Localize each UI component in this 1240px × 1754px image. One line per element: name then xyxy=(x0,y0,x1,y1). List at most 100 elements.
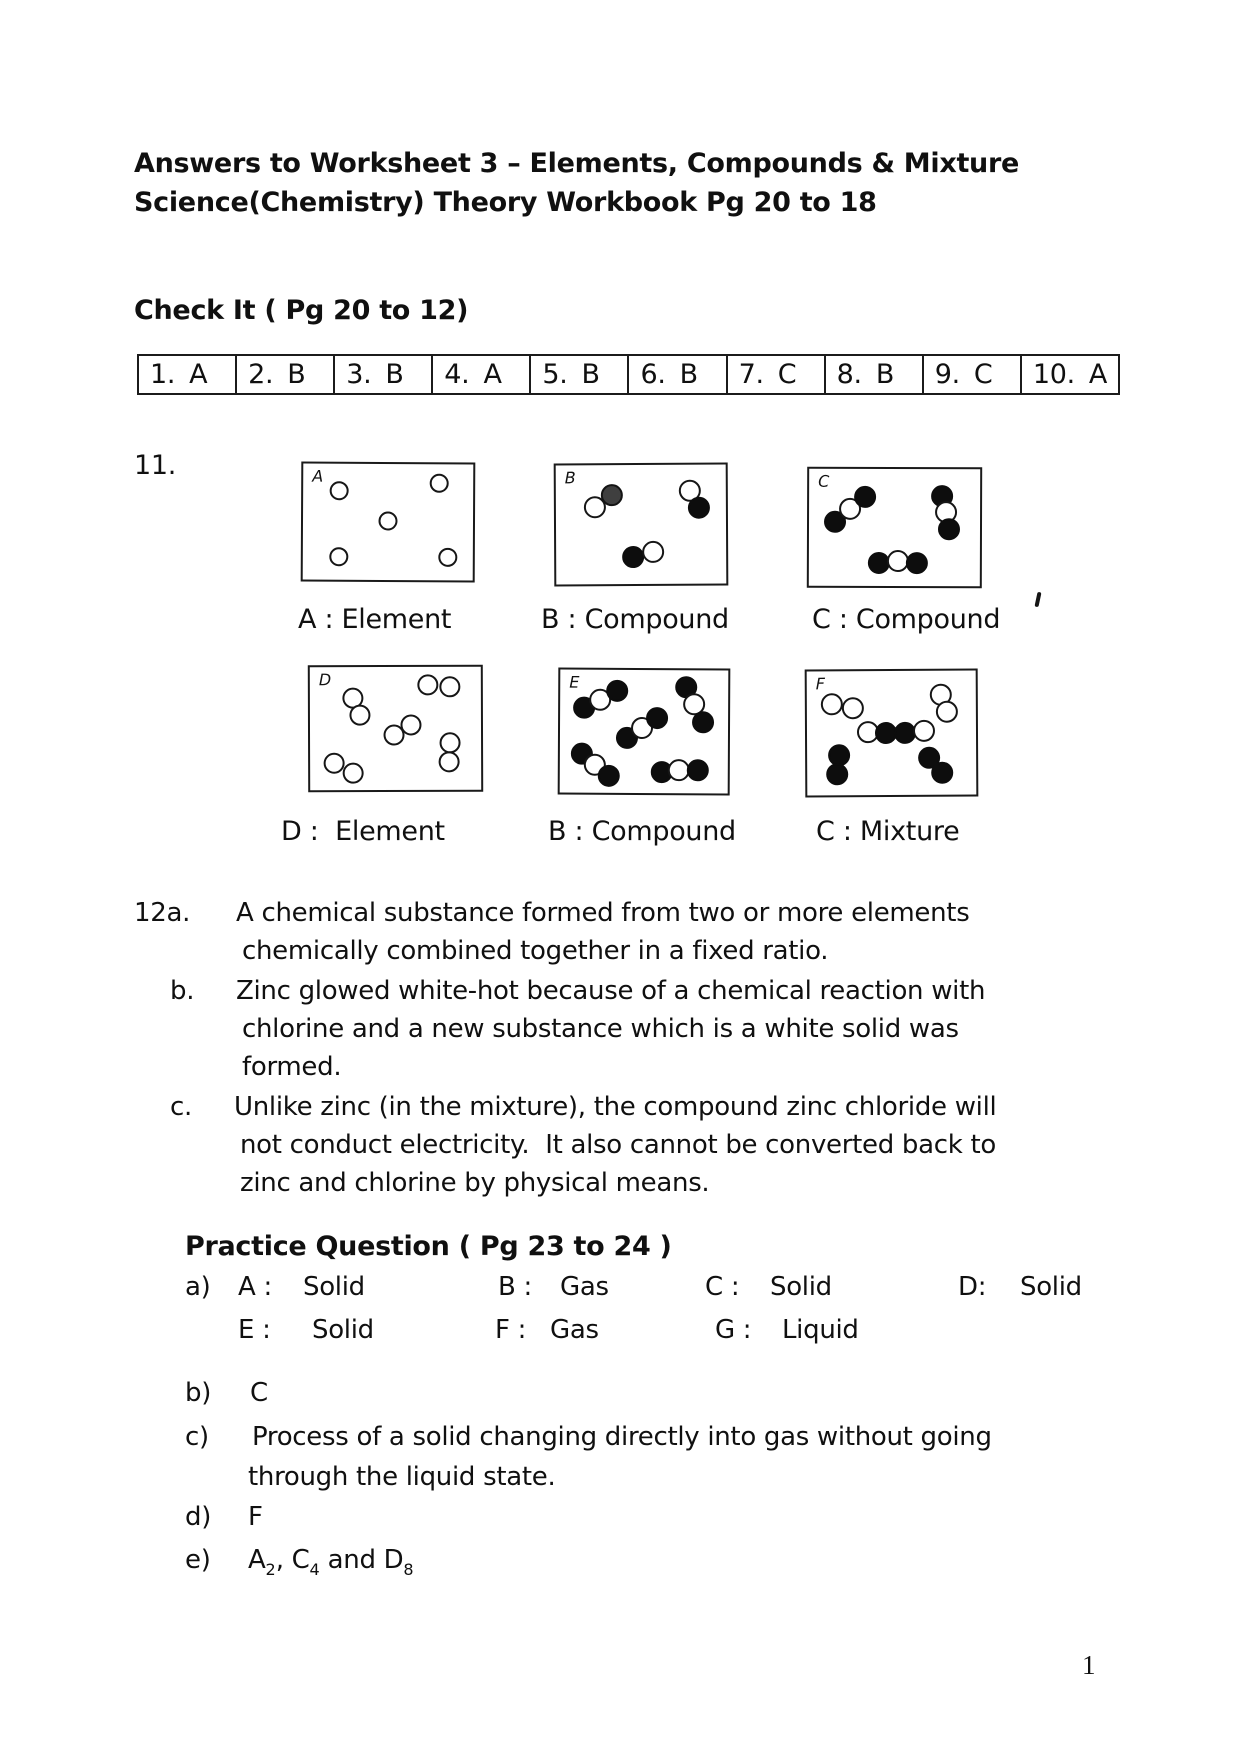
state-key: D: xyxy=(958,1272,987,1302)
practice-item-c-text-line: Process of a solid changing directly int… xyxy=(244,1422,992,1452)
particle-black xyxy=(687,496,710,519)
state-value: Solid xyxy=(312,1315,374,1345)
box-letter-F: F xyxy=(815,674,825,694)
page-number: 1 xyxy=(1082,1650,1096,1680)
formula-subscript: 2 xyxy=(265,1560,276,1579)
answer-cell-7: 7.C xyxy=(728,356,826,393)
state-key: C : xyxy=(705,1272,740,1302)
answer-cell-letter: B xyxy=(385,359,404,390)
answer-cell-8: 8. B xyxy=(826,356,924,393)
diagram-caption-E: B : Compound xyxy=(548,816,736,847)
q12-item-marker: c. xyxy=(170,1092,192,1122)
particle-white xyxy=(936,700,959,723)
answer-cell-number: 3. xyxy=(346,359,372,390)
practice-item-e-marker: e) xyxy=(185,1545,211,1575)
answer-cell-number: 10. xyxy=(1032,359,1075,390)
practice-item-d-marker: d) xyxy=(185,1502,212,1532)
diagram-caption-A: A : Element xyxy=(298,604,452,635)
q12-item-text-line: not conduct electricity. It also cannot … xyxy=(240,1130,996,1160)
answer-cell-letter: B xyxy=(287,359,306,390)
particle-white xyxy=(641,540,665,563)
box-letter-C: C xyxy=(818,471,830,491)
answer-cell-letter: A xyxy=(189,359,208,390)
answer-cell-9: 9. C xyxy=(924,356,1022,393)
particle-box-C: C xyxy=(806,466,983,589)
diagram-caption-F: C : Mixture xyxy=(816,816,960,847)
answer-cell-number: 8. xyxy=(836,359,862,390)
particle-black xyxy=(826,763,849,786)
state-key: B : xyxy=(498,1272,532,1302)
practice-item-b-text: C xyxy=(250,1378,268,1408)
diagram-caption-D: D : Element xyxy=(281,816,445,847)
answer-cell-2: 2.B xyxy=(237,356,336,393)
particle-white xyxy=(342,762,364,784)
practice-item-c-text-line: through the liquid state. xyxy=(248,1462,556,1492)
q12-item-text-line: Zinc glowed white-hot because of a chemi… xyxy=(236,976,986,1006)
answer-cell-4: 4.A xyxy=(433,356,532,393)
state-value: Solid xyxy=(770,1272,832,1302)
particle-black xyxy=(621,545,644,568)
answer-cell-number: 6. xyxy=(640,359,666,390)
formula-text: and D xyxy=(319,1545,404,1575)
answer-cell-letter: A xyxy=(483,359,502,390)
practice-heading: Practice Question ( Pg 23 to 24 ) xyxy=(185,1231,672,1262)
q12-item-marker: 12a. xyxy=(134,898,191,928)
particle-black xyxy=(905,551,928,574)
answer-cell-letter: B xyxy=(679,359,699,390)
formula-text: , C xyxy=(275,1545,310,1575)
particle-white xyxy=(439,675,461,698)
state-key: A : xyxy=(238,1272,272,1302)
particle-white xyxy=(323,752,345,774)
answer-cell-6: 6. B xyxy=(629,356,728,393)
particle-black xyxy=(854,485,877,509)
diagram-caption-B: B : Compound xyxy=(541,604,729,635)
practice-item-a-marker: a) xyxy=(185,1272,211,1302)
particle-white xyxy=(400,714,422,736)
state-value: Solid xyxy=(1020,1272,1082,1302)
q12-item-text-line: chlorine and a new substance which is a … xyxy=(242,1014,959,1044)
answer-cell-5: 5.B xyxy=(531,356,630,393)
practice-item-e-text: A2, C4 and D8 xyxy=(248,1545,414,1579)
particle-black xyxy=(931,761,954,784)
q12-item-text-line: chemically combined together in a fixed … xyxy=(242,936,829,966)
state-value: Solid xyxy=(303,1272,365,1302)
particle-black xyxy=(597,764,620,787)
particle-black xyxy=(938,517,961,540)
box-letter-A: A xyxy=(312,466,324,486)
q12-item-text-line: zinc and chlorine by physical means. xyxy=(240,1168,710,1198)
state-key: G : xyxy=(715,1315,752,1345)
state-key: F : xyxy=(495,1315,527,1345)
answer-cell-number: 9. xyxy=(934,359,960,390)
state-value: Liquid xyxy=(782,1315,859,1345)
particle-box-D: D xyxy=(307,664,484,793)
answer-cell-letter: C xyxy=(777,359,797,390)
particle-white xyxy=(329,480,349,500)
scan-artifact-mark xyxy=(1034,591,1042,608)
particle-black xyxy=(606,679,629,702)
answer-cell-number: 1. xyxy=(150,359,176,390)
box-letter-E: E xyxy=(569,672,580,692)
particle-white xyxy=(378,511,398,531)
formula-subscript: 4 xyxy=(309,1560,320,1579)
q12-item-text-line: A chemical substance formed from two or … xyxy=(236,898,970,928)
answer-cell-3: 3. B xyxy=(335,356,434,393)
particle-white xyxy=(438,750,460,773)
practice-item-b-marker: b) xyxy=(185,1378,212,1408)
answer-cell-letter: C xyxy=(973,359,993,390)
particle-white xyxy=(429,473,449,493)
question-11-number: 11. xyxy=(134,450,177,481)
particle-box-E: E xyxy=(557,667,731,796)
answer-cell-letter: B xyxy=(875,359,895,390)
particle-white xyxy=(437,547,457,567)
state-value: Gas xyxy=(560,1272,609,1302)
particle-white xyxy=(912,719,935,742)
particle-black xyxy=(691,710,714,734)
particle-black xyxy=(646,706,669,730)
particle-box-A: A xyxy=(300,461,476,583)
practice-item-d-text: F xyxy=(248,1502,263,1532)
doc-title-line2: Science(Chemistry) Theory Workbook Pg 20… xyxy=(134,187,877,218)
particle-white xyxy=(328,546,349,567)
particle-box-F: F xyxy=(804,668,979,798)
particle-white xyxy=(821,693,844,716)
